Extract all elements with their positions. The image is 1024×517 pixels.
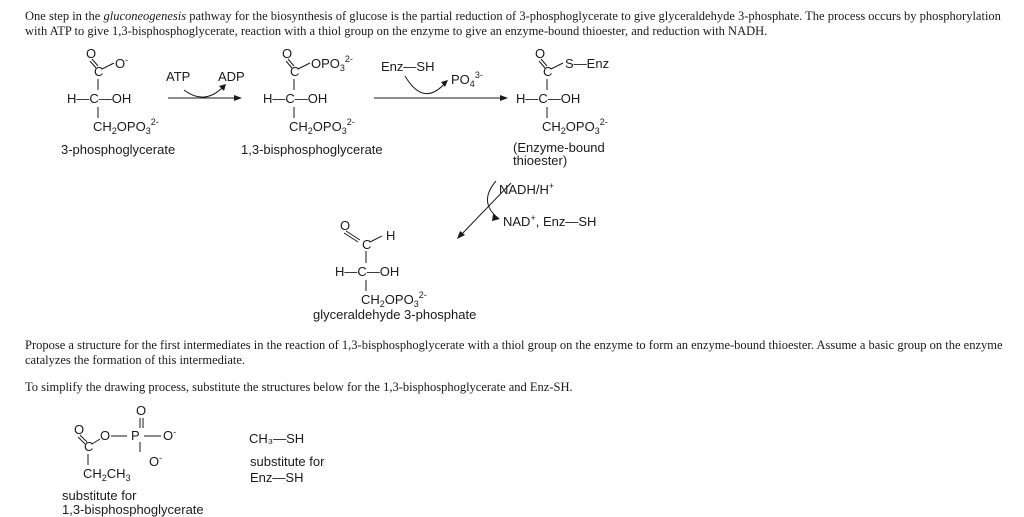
intro-paragraph: One step in the gluconeogenesis pathway … [25, 9, 1010, 39]
ethyl-group: CH2CH3 [83, 466, 131, 483]
bpg-substitute-label-line1: substitute for [62, 488, 137, 503]
h-c-oh-group: H—C—OH [263, 91, 327, 106]
h-c-oh-group: H—C—OH [516, 91, 580, 106]
reduction-arrow: NADH/H+ NAD+, Enz—SH [457, 180, 596, 239]
bpg-substitute-label-line2: 1,3-bisphosphoglycerate [62, 502, 204, 517]
enz-sh-substitute-label-line1: substitute for [250, 454, 325, 469]
label-glyceraldehyde-3-phosphate: glyceraldehyde 3-phosphate [313, 307, 477, 322]
carbon-atom: C [362, 237, 371, 252]
carbon-atom: C [543, 64, 552, 79]
substitute-thiol-structure: CH₃—SH [249, 431, 304, 446]
opo3-group: OPO32- [311, 54, 353, 73]
phosphorus-atom: P [131, 428, 140, 443]
phosphate-oxygen-anion-lower: O- [149, 453, 162, 469]
thioester-formation-arrow: Enz—SH PO43- [374, 59, 508, 101]
carbon-atom: C [84, 439, 93, 454]
label-3-phosphoglycerate: 3-phosphoglycerate [61, 142, 176, 157]
carbonyl-oxygen: O [74, 422, 84, 437]
ch2opo3-group: CH2OPO32- [93, 117, 159, 136]
h-c-oh-group: H—C—OH [335, 264, 399, 279]
ch2opo3-group: CH2OPO32- [542, 117, 608, 136]
intro-term: gluconeogenesis [103, 9, 187, 23]
phosphate-label: PO43- [451, 70, 483, 89]
phosphorylation-arrow: ATP ADP [166, 69, 245, 101]
compound-enzyme-bound-thioester: O C S—Enz H—C—OH CH2OPO32- [516, 46, 609, 136]
intro-rest: pathway for the biosynthesis of glucose … [25, 9, 1001, 38]
h-c-oh-group: H—C—OH [67, 91, 131, 106]
phosphoryl-oxygen: O [136, 403, 146, 418]
carbon-atom: C [290, 64, 299, 79]
s-enz-group: S—Enz [565, 56, 609, 71]
compound-glyceraldehyde-3-phosphate: O C H H—C—OH CH2OPO32- [335, 218, 427, 309]
carbonyl-oxygen: O [282, 46, 292, 61]
enz-sh-substitute-label-line2: Enz—SH [250, 470, 304, 485]
nad-label: NAD+, Enz—SH [503, 213, 596, 229]
carboxylate-oxygen: O- [115, 55, 128, 71]
carbonyl-oxygen: O [535, 46, 545, 61]
nadh-label: NADH/H+ [499, 181, 554, 197]
ch2opo3-group: CH2OPO32- [361, 290, 427, 309]
substitute-structures: O O C O P O- O- CH2CH3 CH₃—SH [74, 403, 304, 483]
adp-label: ADP [218, 69, 245, 84]
label-1-3-bisphosphoglycerate: 1,3-bisphosphoglycerate [241, 142, 383, 157]
instruction-paragraph: To simplify the drawing process, substit… [25, 380, 573, 394]
label-enzyme-bound-thioester-line1: (Enzyme-bound [513, 140, 605, 155]
methanethiol-formula: CH₃—SH [249, 431, 304, 446]
compound-3-phosphoglycerate: O C O- H—C—OH CH2OPO32- [67, 46, 159, 136]
question-paragraph: Propose a structure for the first interm… [25, 338, 1003, 367]
ch2opo3-group: CH2OPO32- [289, 117, 355, 136]
aldehyde-hydrogen: H [386, 228, 395, 243]
phosphate-oxygen-anion: O- [163, 427, 176, 443]
label-enzyme-bound-thioester-line2: thioester) [513, 153, 568, 168]
carbon-atom: C [94, 64, 103, 79]
ester-oxygen: O [100, 428, 110, 443]
substitute-bisphosphoglycerate-structure: O O C O P O- O- CH2CH3 [74, 403, 176, 483]
reaction-scheme: O C O- H—C—OH CH2OPO32- ATP ADP O C [67, 46, 609, 309]
enz-sh-label: Enz—SH [381, 59, 434, 74]
carbonyl-oxygen: O [86, 46, 96, 61]
atp-label: ATP [166, 69, 190, 84]
intro-lead: One step in the [25, 9, 104, 23]
carbonyl-oxygen: O [340, 218, 350, 233]
compound-1-3-bisphosphoglycerate: O C OPO32- H—C—OH CH2OPO32- [263, 46, 355, 136]
